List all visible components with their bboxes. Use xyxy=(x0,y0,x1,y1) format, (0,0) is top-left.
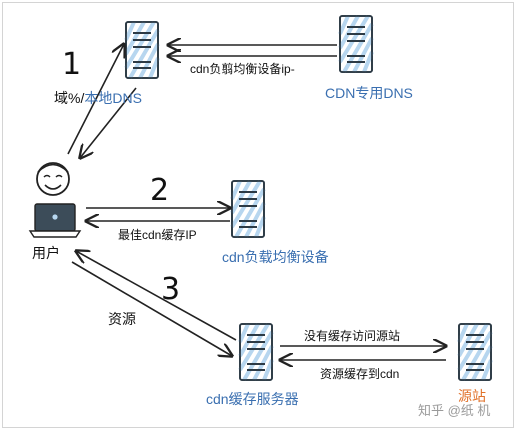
user-label: 用户 xyxy=(32,245,60,261)
load-balancer-server-icon xyxy=(230,179,266,239)
local-dns-name: 本地DNS xyxy=(84,90,142,106)
step-3: 3 xyxy=(161,272,181,307)
arrow-user-to-local-dns xyxy=(67,44,124,155)
local-dns-server-icon xyxy=(124,20,160,80)
arrow-local-dns-to-user xyxy=(80,87,137,158)
step-1: 1 xyxy=(62,47,82,82)
arrow-user-to-cache xyxy=(71,261,232,356)
cache-server-icon xyxy=(238,322,274,382)
arrow-cache-to-user xyxy=(76,251,237,341)
origin-label: 源站 xyxy=(458,388,486,404)
edge-label-dns-to-cdn-dns: cdn负翦均衡设备ip- xyxy=(190,62,295,76)
watermark: 知乎 @纸 机 xyxy=(418,403,491,418)
cache-server-label: cdn缓存服务器 xyxy=(206,391,299,407)
edge-label-cache-to-user: 资源 xyxy=(108,311,136,327)
laptop-icon xyxy=(28,203,82,238)
user-avatar-icon xyxy=(36,162,70,196)
step-2: 2 xyxy=(150,173,170,208)
local-dns-prefix: 域%/ xyxy=(54,90,85,106)
origin-server-icon xyxy=(457,322,493,382)
cdn-dns-label: CDN专用DNS xyxy=(325,85,413,101)
edge-label-balancer-to-user: 最佳cdn缓存IP xyxy=(118,228,197,242)
edge-label-cache-to-origin: 没有缓存访问源站 xyxy=(304,329,401,343)
edge-label-origin-to-cache: 资源缓存到cdn xyxy=(320,367,400,381)
local-dns-label: 域%/本地DNS xyxy=(54,91,142,105)
diagram-frame xyxy=(2,2,514,428)
cdn-dns-server-icon xyxy=(338,14,374,74)
load-balancer-label: cdn负载均衡设备 xyxy=(222,249,329,265)
